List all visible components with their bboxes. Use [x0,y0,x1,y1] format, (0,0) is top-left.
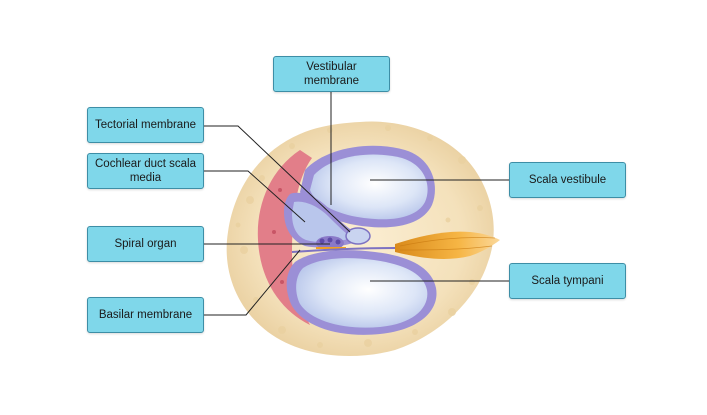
leader-cochlear [204,170,306,223]
stria-lateral-wall [257,150,312,325]
label-cochlear-duct: Cochlear duct scala media [87,153,204,189]
spiral-organ-shape [316,236,346,250]
basilar-membrane-shape [291,247,396,253]
tectorial-membrane-shape [345,227,371,245]
label-spiral-organ: Spiral organ [87,226,204,262]
leader-tectorial [204,125,351,233]
label-basilar-membrane: Basilar membrane [87,297,204,333]
leader-lines [204,92,509,316]
label-scala-vestibule: Scala vestibule [509,162,626,198]
cochlear-nerve [395,231,500,259]
label-scala-tympani: Scala tympani [509,263,626,299]
label-vestibular-membrane: Vestibular membrane [273,56,390,92]
label-tectorial-membrane: Tectorial membrane [87,107,204,143]
leader-basilar [204,249,301,316]
